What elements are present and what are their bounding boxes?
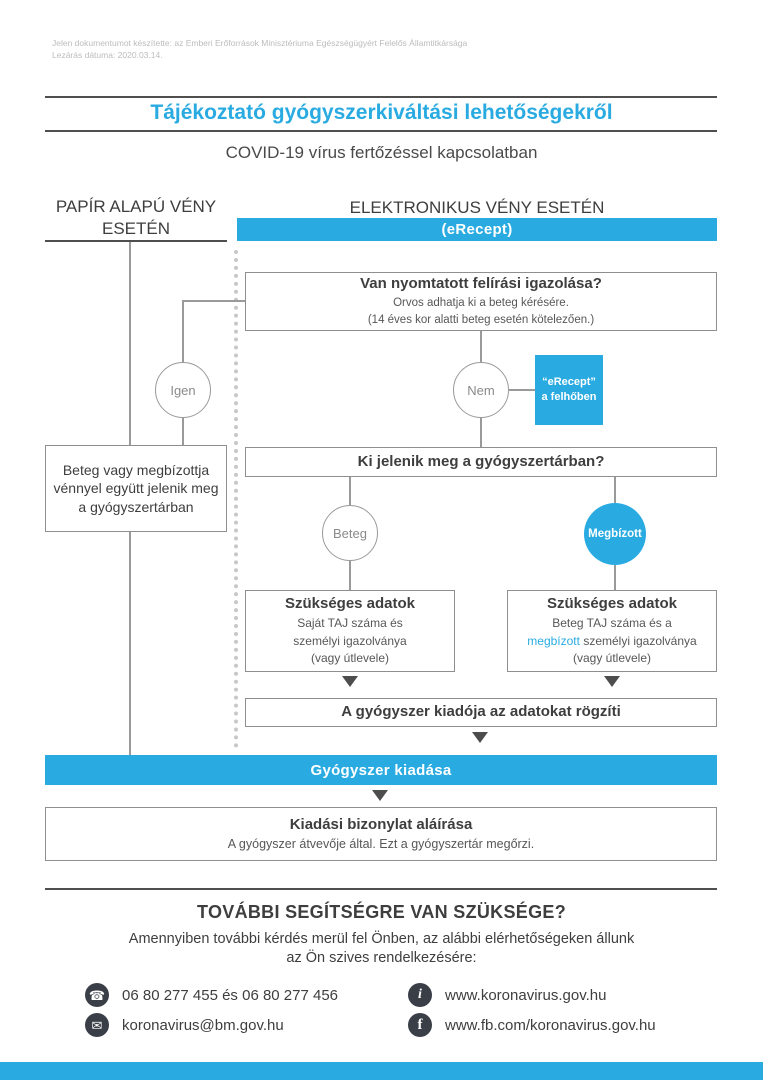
- erecept-cloud-box: “eRecept” a felhőben: [535, 355, 603, 425]
- record-data-box: A gyógyszer kiadója az adatokat rögzíti: [245, 698, 717, 727]
- paper-heading-line-1: PAPÍR ALAPÚ VÉNY: [55, 197, 217, 216]
- paper-patient-text: Beteg vagy megbízottja vénnyel együtt je…: [53, 462, 219, 515]
- printed-certificate-note-1: Orvos adhatja ki a beteg kérésére.: [393, 296, 569, 309]
- patient-data-line-2: személyi igazolványa: [293, 633, 407, 648]
- info-glyph: i: [418, 987, 422, 1002]
- paper-column-heading: PAPÍR ALAPÚ VÉNY ESETÉN: [45, 196, 227, 240]
- credit-line-1: Jelen dokumentumot készítette: az Emberi…: [52, 38, 468, 48]
- title-rule-top: [45, 96, 717, 98]
- facebook-url: www.fb.com/koronavirus.gov.hu: [445, 1017, 656, 1034]
- printed-certificate-box: Van nyomtatott felírási igazolása? Orvos…: [245, 272, 717, 331]
- no-branch-top-line: [480, 331, 482, 362]
- info-icon: i: [408, 983, 432, 1007]
- electronic-flow-dotted-line: [234, 250, 238, 748]
- bottom-accent-bar: [0, 1062, 763, 1080]
- printed-certificate-question: Van nyomtatott felírási igazolása?: [360, 275, 602, 293]
- no-branch-bottom-line: [480, 418, 482, 447]
- website-url: www.koronavirus.gov.hu: [445, 987, 607, 1004]
- phone-icon: ☎: [85, 983, 109, 1007]
- agent-branch-line: [614, 477, 616, 503]
- patient-data-line-3: (vagy útlevele): [310, 651, 390, 666]
- footer-text-line-1: Amennyiben további kérdés merül fel Önbe…: [128, 931, 635, 947]
- paper-heading-line-2: ESETÉN: [101, 219, 171, 238]
- receipt-box: Kiadási bizonylat aláírása A gyógyszer á…: [45, 807, 717, 861]
- page-subtitle: COVID-19 vírus fertőzéssel kapcsolatban: [225, 143, 538, 162]
- dispense-arrow-icon: [372, 790, 388, 801]
- paper-flow-line-bottom: [129, 532, 131, 755]
- erecept-cloud-line-2: a felhőben: [541, 391, 597, 403]
- agent-data-line-1: Beteg TAJ száma és a: [552, 615, 672, 630]
- email-glyph: ✉: [91, 1017, 103, 1033]
- receipt-title: Kiadási bizonylat aláírása: [289, 815, 473, 833]
- agent-data-line-3: (vagy útlevele): [572, 651, 652, 666]
- email-address: koronavirus@bm.gov.hu: [122, 1017, 284, 1034]
- receipt-subtitle: A gyógyszer átvevője által. Ezt a gyógys…: [227, 837, 535, 852]
- agent-circle-to-box-line: [614, 565, 616, 590]
- who-appears-box: Ki jelenik meg a gyógyszertárban?: [245, 447, 717, 477]
- patient-data-box: Szükséges adatok Saját TAJ száma és szem…: [245, 590, 455, 672]
- agent-highlight-word: megbízott: [527, 633, 580, 648]
- agent-line-2-rest: személyi igazolványa: [579, 633, 697, 648]
- document-credits: Jelen dokumentumot készítette: az Emberi…: [52, 37, 467, 61]
- patient-branch-line: [349, 477, 351, 505]
- who-appears-question: Ki jelenik meg a gyógyszertárban?: [357, 452, 605, 470]
- paper-patient-box: Beteg vagy megbízottja vénnyel együtt je…: [45, 445, 227, 532]
- yes-branch-horizontal-line: [183, 300, 245, 302]
- no-to-cloud-line: [509, 389, 535, 391]
- title-rule-bottom: [45, 130, 717, 132]
- facebook-icon: f: [408, 1013, 432, 1037]
- paper-heading-rule: [45, 240, 227, 242]
- record-arrow-icon: [472, 732, 488, 743]
- electronic-column-heading: ELEKTRONIKUS VÉNY ESETÉN: [349, 198, 605, 217]
- printed-certificate-note-2: (14 éves kor alatti beteg esetén kötelez…: [367, 313, 595, 326]
- agent-data-title: Szükséges adatok: [546, 595, 678, 613]
- phone-numbers: 06 80 277 455 és 06 80 277 456: [122, 987, 339, 1004]
- yes-branch-vertical-line: [182, 300, 184, 362]
- erecept-cloud-line-1: “eRecept”: [542, 375, 596, 388]
- erecept-bar: (eRecept): [237, 218, 717, 241]
- agent-data-line-2: megbízott személyi igazolványa: [527, 634, 696, 650]
- dispense-bar: Gyógyszer kiadása: [45, 755, 717, 785]
- footer-heading: TOVÁBBI SEGÍTSÉGRE VAN SZÜKSÉGE?: [197, 902, 566, 922]
- paper-flow-line-top: [129, 242, 131, 445]
- facebook-glyph: f: [417, 1016, 423, 1033]
- yes-circle: Igen: [155, 362, 211, 418]
- phone-glyph: ☎: [88, 987, 106, 1003]
- yes-to-paper-box-line: [182, 418, 184, 445]
- patient-data-line-1: Saját TAJ száma és: [297, 615, 403, 630]
- page-title: Tájékoztató gyógyszerkiváltási lehetőség…: [150, 101, 613, 124]
- patient-circle: Beteg: [322, 505, 378, 561]
- credit-line-2: Lezárás dátuma: 2020.03.14.: [52, 50, 163, 60]
- no-circle: Nem: [453, 362, 509, 418]
- record-data-text: A gyógyszer kiadója az adatokat rögzíti: [341, 703, 621, 721]
- footer-text-line-2: az Ön szives rendelkezésére:: [286, 950, 477, 966]
- patient-data-arrow-icon: [342, 676, 358, 687]
- patient-circle-to-box-line: [349, 561, 351, 590]
- footer-rule: [45, 888, 717, 890]
- agent-data-arrow-icon: [604, 676, 620, 687]
- patient-data-title: Szükséges adatok: [284, 595, 416, 613]
- agent-data-box: Szükséges adatok Beteg TAJ száma és a me…: [507, 590, 717, 672]
- agent-circle: Megbízott: [584, 503, 646, 565]
- email-icon: ✉: [85, 1013, 109, 1037]
